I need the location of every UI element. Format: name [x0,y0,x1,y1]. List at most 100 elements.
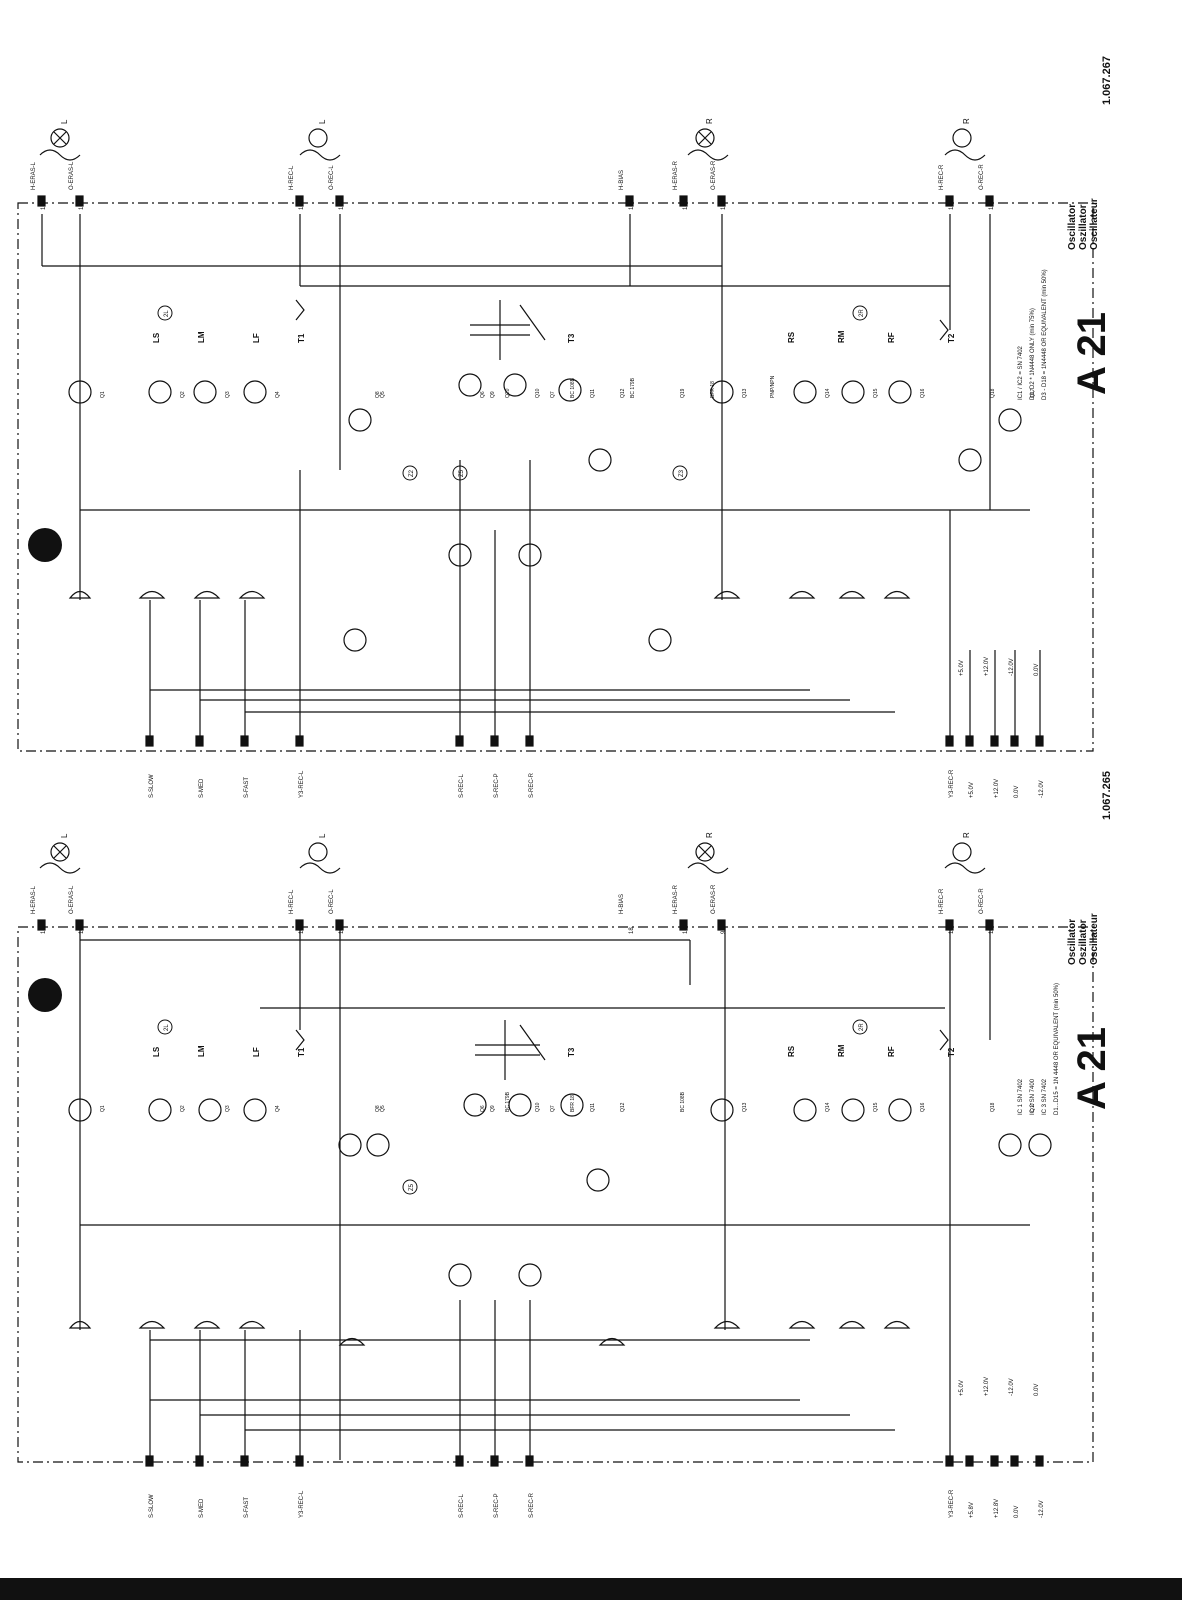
transformer-t1-top [295,299,305,321]
transistor-label: Q18 [990,388,996,398]
transistor-label: BFR 18 [570,1095,576,1112]
note-text: D1...D15 = 1N 4448 OR EQUIVALENT (min 50… [1054,983,1060,1115]
circled-marker [157,1019,173,1035]
transistor-label: Q7 [550,1105,556,1112]
transistor-label: Q15 [873,388,879,398]
component-label: T2 [947,1047,956,1057]
connector-pin-number: 21 [529,1455,535,1462]
rail-label: +12.0V [984,657,990,676]
connector-label: S-REC-R [529,772,535,798]
transistor-label: Q12 [620,388,626,398]
connector-pins-top [37,195,1044,747]
part-number: 1.067.265 [1101,771,1113,820]
transistor-label: Q20 [505,388,511,398]
registration-dot [28,528,62,562]
connector-pin-number: 18 [629,927,635,934]
connector-pin-number: 4 [969,1458,975,1462]
connector-label: 0.0V [1014,786,1020,798]
connector-pin-number: 15 [299,203,305,210]
connector-pin-number: 3 [149,1458,155,1462]
head-label: L [318,833,327,838]
transistor-label: Q1 [100,391,106,398]
connector-label: H-REC-R [939,888,945,914]
component-label: LF [252,333,261,343]
connector-label: H-BIAS [619,894,625,914]
connector-label: S-REC-L [459,1493,465,1518]
module-description: Oszillator [1078,204,1089,250]
transistor-label: Q8 [375,1105,381,1112]
circled-marker-label: Z5 [409,1183,415,1191]
connector-label: O-ERAS-R [711,160,717,190]
component-label: T2 [947,333,956,343]
head-label: R [962,832,971,838]
board-outline [17,202,1094,752]
connector-pin-number: 7 [1039,1458,1045,1462]
transistor-label: Q18 [990,1102,996,1112]
transistor-label: Q17 [1030,1102,1036,1112]
transistor-label: Q6 [480,1105,486,1112]
rail-label: +5.0V [959,1380,965,1396]
transformer-t2-top [939,319,949,341]
connector-pin-number: 5 [1014,738,1020,742]
rail-label: +5.0V [959,660,965,676]
connector-label: 0.0V [1014,1506,1020,1518]
connector-pin-number: 5 [1014,1458,1020,1462]
circled-marker [852,305,868,321]
transistor-label: Q12 [620,1102,626,1112]
note-text: IC 3 SN 7402 [1042,1078,1048,1115]
connector-label: O-REC-R [979,888,985,914]
note-text: IC 1 SN 7402 [1018,1078,1024,1115]
circled-marker [852,1019,868,1035]
circled-marker [402,465,418,481]
component-label: T1 [297,1047,306,1057]
connector-pin-number: 11 [989,203,995,210]
transistor-label: BC 179B [505,1091,511,1112]
connector-label: S-MED [199,1498,205,1518]
heads-top [39,128,986,161]
connector-label: H-ERAS-L [31,885,37,914]
transistor-stage-left [68,1093,610,1287]
connector-label: S-REC-L [459,773,465,798]
circled-marker-label: 2L [164,1024,170,1031]
connector-label: H-BIAS [619,170,625,190]
connector-pin-number: 12 [299,735,305,742]
transistor-label: Q1 [100,1105,106,1112]
schematic-labels: H-ERAS-L16O-ERAS-L18H-REC-L15O-REC-L14H-… [31,56,1114,1518]
component-label: LS [152,1046,161,1057]
rail-label: -12.0V [1009,1378,1015,1396]
connector-label: H-REC-L [289,165,295,190]
circled-marker-label: 2R [859,1023,865,1031]
connector-pin-number: 2 [199,1458,205,1462]
circled-marker-label: 2R [859,309,865,317]
connector-pin-number: 8 [949,1458,955,1462]
transistor-stage-right [710,1098,1052,1157]
connector-pin-number: 13 [949,203,955,210]
note-text: IC 2 SN 7400 [1030,1078,1036,1115]
connector-label: S-FAST [244,777,250,798]
connector-label: +12.8V [994,1499,1000,1518]
transistor-label: Q3 [225,1105,231,1112]
component-label: T3 [567,1047,576,1057]
connector-pin-number: 21 [529,735,535,742]
connector-label: Y3-REC-R [949,1489,955,1518]
connector-label: -12.0V [1039,1500,1045,1518]
connector-pin-number: 6 [994,738,1000,742]
connector-pin-number: 18 [79,927,85,934]
connector-label: S-REC-P [494,773,500,798]
connector-pin-number: 14 [339,203,345,210]
head-label: R [962,118,971,124]
transistor-label: Q14 [825,1102,831,1112]
transistor-label: Q11 [590,389,596,398]
connector-pin-number: 20 [459,735,465,742]
connector-pin-number: 19 [494,735,500,742]
connector-pin-number: 11 [989,927,995,934]
top-schematic [17,128,1094,752]
transistor-label: Q6 [480,391,486,398]
connector-label: O-REC-R [979,164,985,190]
connector-label: +12.0V [994,779,1000,798]
component-label: LF [252,1047,261,1057]
circled-marker [672,465,688,481]
connector-pin-number: 19 [494,1455,500,1462]
connector-label: S-REC-R [529,1492,535,1518]
connector-pin-number: 1 [244,738,250,742]
